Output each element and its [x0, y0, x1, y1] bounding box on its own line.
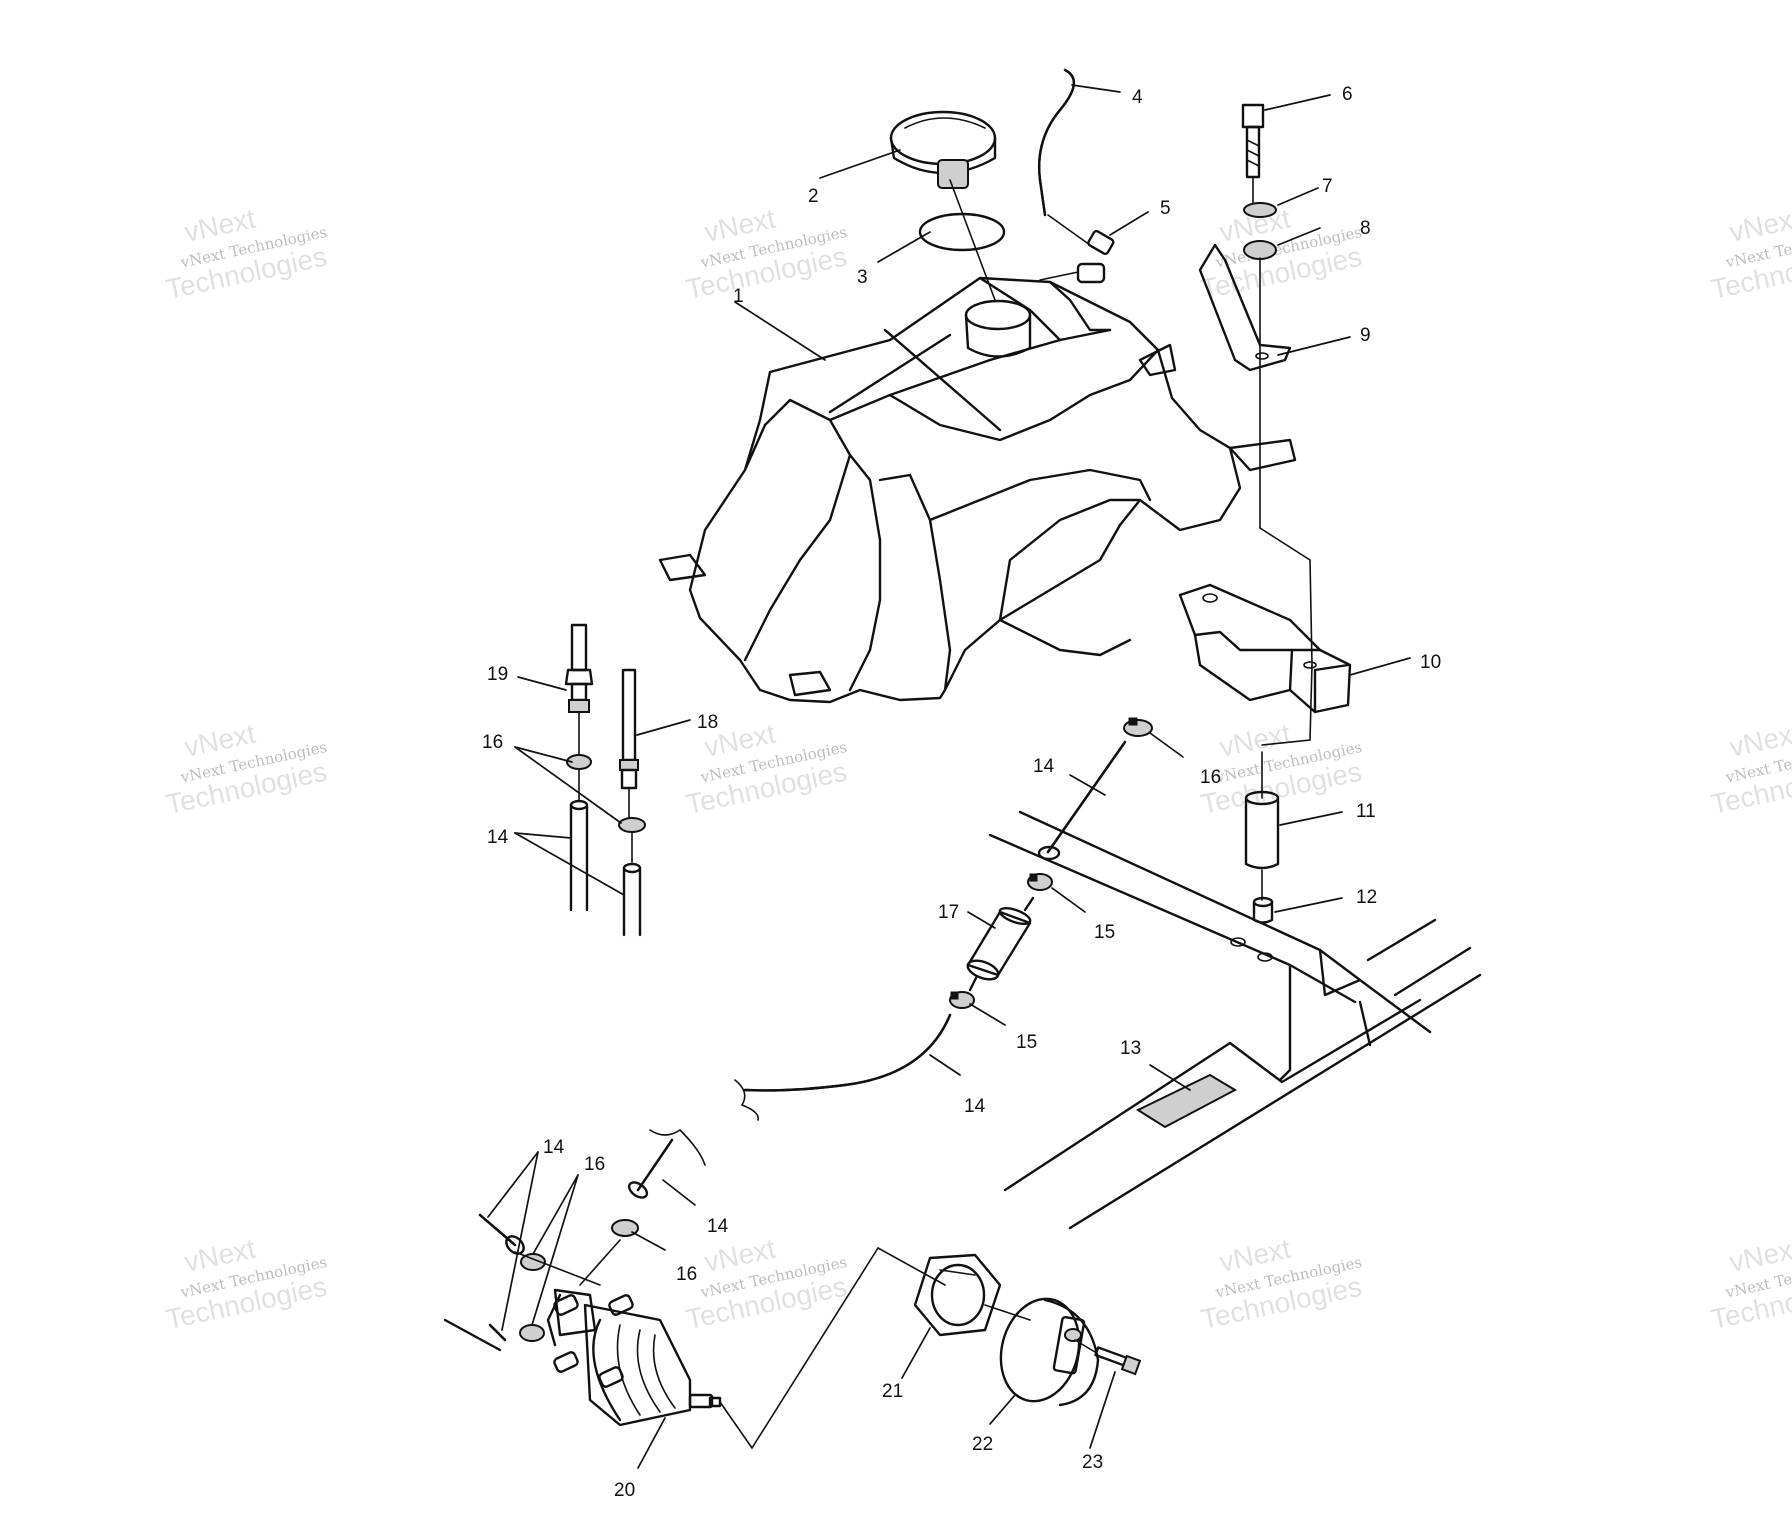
hose-fitting-assembly [564, 623, 646, 937]
knob-screw [1074, 1339, 1142, 1376]
fuel-filter [966, 896, 1035, 992]
callout-7: 7 [1322, 176, 1333, 197]
vent-hose [1038, 68, 1075, 217]
watermark: vNext vNext Technologies Technologies [163, 203, 329, 305]
callout-13: 13 [1120, 1038, 1141, 1059]
callout-4: 4 [1132, 87, 1143, 108]
callout-16: 16 [676, 1264, 697, 1285]
watermark: vNext vNext Technologies Technologies [1198, 1233, 1364, 1335]
cap-o-ring [918, 212, 1006, 252]
callout-16: 16 [1200, 767, 1221, 788]
watermark: vNext vNext Technologies Technologies [1708, 1233, 1792, 1335]
watermark: vNext vNext Technologies Technologies [683, 1233, 849, 1335]
callout-1: 1 [733, 286, 744, 307]
cap-grip [937, 159, 969, 189]
callout-20: 20 [614, 1480, 635, 1501]
nut [1243, 240, 1277, 260]
mounting-bracket [1198, 243, 1292, 372]
fuel-hose [1037, 740, 1127, 861]
spacer-sleeve [1244, 790, 1280, 870]
cap-axis-line [949, 179, 996, 301]
callout-14: 14 [707, 1216, 729, 1237]
washer [1243, 202, 1277, 218]
watermark: vNext vNext Technologies Technologies [163, 718, 329, 820]
callout-23: 23 [1082, 1452, 1103, 1473]
callout-19: 19 [487, 664, 508, 685]
frame-decal [1135, 1073, 1238, 1129]
callout-labels: 1 2 3 4 5 6 7 8 9 10 11 12 13 14 16 15 1… [482, 84, 1441, 1501]
watermark: vNext vNext Technologies Technologies [1708, 718, 1792, 820]
fuel-hose [734, 1013, 952, 1121]
hose-clamp [1027, 873, 1053, 891]
watermark: vNext vNext Technologies Technologies [1708, 203, 1792, 305]
hex-nut [913, 1253, 1002, 1337]
watermark-layer: vNext vNext Technologies Technologies vN… [163, 203, 1792, 1335]
filler-cap [889, 110, 997, 189]
callout-10: 10 [1420, 652, 1441, 673]
callout-16: 16 [584, 1154, 605, 1175]
chassis-frame [988, 810, 1482, 1230]
bolt [1241, 103, 1265, 211]
callout-12: 12 [1356, 887, 1377, 908]
callout-15: 15 [1094, 922, 1115, 943]
callout-14: 14 [543, 1137, 565, 1158]
callout-18: 18 [697, 712, 718, 733]
callout-2: 2 [808, 186, 819, 207]
callout-3: 3 [857, 267, 868, 288]
hose-clamp [949, 991, 975, 1009]
watermark: vNext vNext Technologies Technologies [163, 1233, 329, 1335]
fuel-tank [658, 276, 1297, 704]
fuel-valve-knob [999, 1297, 1100, 1407]
grommet [1252, 896, 1274, 924]
callout-21: 21 [882, 1381, 903, 1402]
leader-lines [487, 84, 1411, 1469]
watermark: vNext vNext Technologies Technologies [683, 203, 849, 305]
callout-14: 14 [1033, 756, 1055, 777]
callout-9: 9 [1360, 325, 1371, 346]
callout-14: 14 [964, 1096, 986, 1117]
tank-support-block [1178, 583, 1352, 714]
callout-14: 14 [487, 827, 509, 848]
callout-15: 15 [1016, 1032, 1037, 1053]
fuel-pump-assembly [443, 1128, 946, 1449]
callout-17: 17 [938, 902, 959, 923]
callout-11: 11 [1356, 801, 1376, 822]
callout-5: 5 [1160, 198, 1171, 219]
callout-22: 22 [972, 1434, 993, 1455]
callout-6: 6 [1342, 84, 1353, 105]
callout-8: 8 [1360, 218, 1371, 239]
callout-16: 16 [482, 732, 503, 753]
hose-clamp [1123, 717, 1153, 737]
vent-fitting [1039, 214, 1115, 284]
